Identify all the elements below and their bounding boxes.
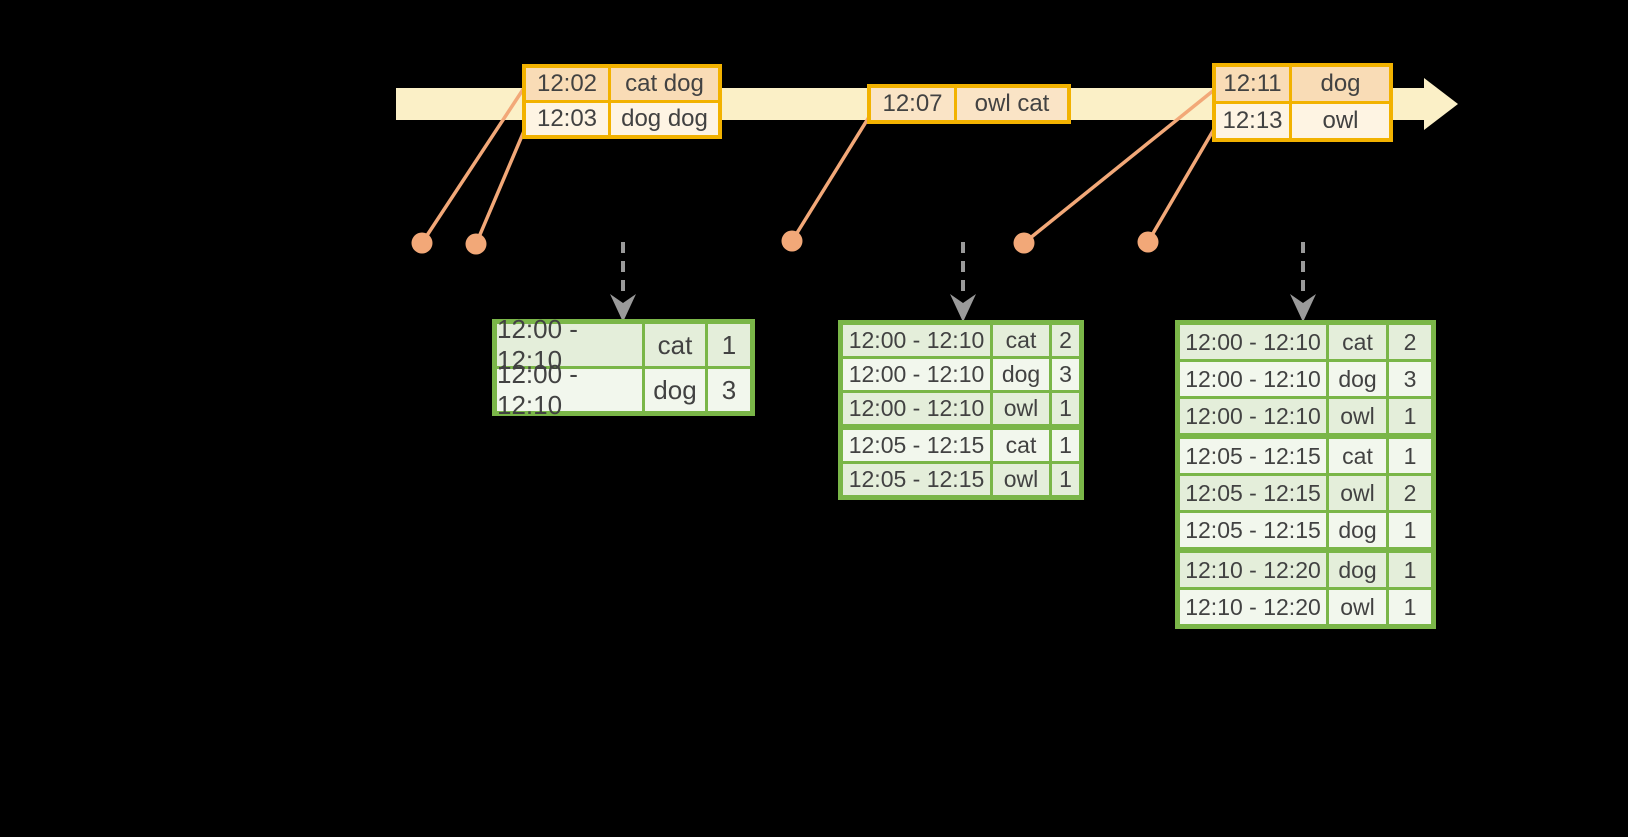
- count-cell: 1: [1389, 439, 1431, 473]
- table-row: 12:00 - 12:10 dog 3: [497, 359, 750, 420]
- connector-line: [420, 87, 526, 244]
- event-dot-icon: [1013, 232, 1035, 254]
- event-time-cell: 12:02: [526, 68, 608, 100]
- event-time-cell: 12:11: [1216, 67, 1289, 101]
- table-row: 12:05 - 12:15 owl 1: [843, 464, 1079, 495]
- connector-lines: [420, 87, 1219, 245]
- event-words-cell: owl: [1292, 104, 1389, 138]
- word-cell: dog: [1329, 362, 1386, 396]
- count-cell: 1: [1389, 399, 1431, 433]
- connector-line: [474, 123, 529, 245]
- event-box-2: 12:07 owl cat: [867, 84, 1071, 124]
- arrow-down-icon: [1290, 294, 1316, 322]
- event-dot-icon: [465, 233, 487, 255]
- event-box-3: 12:11 dog 12:13 owl: [1212, 63, 1393, 142]
- table-row: 12:00 - 12:10 owl 1: [1180, 399, 1431, 433]
- table-row: 12:00 - 12:10 cat 2: [843, 325, 1079, 356]
- word-cell: owl: [1329, 399, 1386, 433]
- window-cell: 12:05 - 12:15: [1180, 439, 1326, 473]
- table-row: 12:00 - 12:10 cat 2: [1180, 325, 1431, 359]
- word-cell: owl: [993, 464, 1049, 495]
- table-row: 12:05 - 12:15 owl 2: [1180, 476, 1431, 510]
- count-cell: 1: [1052, 430, 1079, 461]
- trigger-arrow-heads: [610, 294, 1316, 322]
- word-cell: owl: [1329, 590, 1386, 624]
- word-cell: dog: [993, 359, 1049, 390]
- window-cell: 12:00 - 12:10: [1180, 325, 1326, 359]
- word-cell: cat: [993, 430, 1049, 461]
- window-cell: 12:00 - 12:10: [497, 314, 642, 375]
- arrow-down-icon: [950, 294, 976, 322]
- event-dot-icon: [1137, 231, 1159, 253]
- count-cell: 2: [1389, 476, 1431, 510]
- window-cell: 12:00 - 12:10: [1180, 399, 1326, 433]
- table-row: 12:10 - 12:20 dog 1: [1180, 553, 1431, 587]
- event-words-cell: dog: [1292, 67, 1389, 101]
- table-row: 12:00 - 12:10 owl 1: [843, 393, 1079, 424]
- table-row: 12:10 - 12:20 owl 1: [1180, 590, 1431, 624]
- count-cell: 1: [1389, 590, 1431, 624]
- timeline-arrowhead-icon: [1424, 78, 1458, 130]
- result-table-3: 12:00 - 12:10 cat 2 12:00 - 12:10 dog 3 …: [1175, 320, 1436, 629]
- count-cell: 3: [1389, 362, 1431, 396]
- word-cell: cat: [1329, 325, 1386, 359]
- connector-line: [1146, 123, 1219, 243]
- window-cell: 12:05 - 12:15: [1180, 476, 1326, 510]
- table-row: 12:05 - 12:15 cat 1: [1180, 439, 1431, 473]
- table-row: 12:00 - 12:10 dog 3: [843, 359, 1079, 390]
- event-dot-icon: [781, 230, 803, 252]
- table-row: 12:00 - 12:10 cat 1: [497, 314, 750, 375]
- count-cell: 3: [708, 369, 750, 411]
- word-cell: cat: [1329, 439, 1386, 473]
- result-table-1: 12:00 - 12:10 cat 1 12:00 - 12:10 dog 3: [492, 314, 755, 420]
- word-cell: cat: [645, 324, 705, 366]
- count-cell: 1: [1389, 513, 1431, 547]
- connector-line: [790, 116, 871, 242]
- count-cell: 2: [1052, 325, 1079, 356]
- count-cell: 1: [1052, 393, 1079, 424]
- event-words-cell: owl cat: [957, 88, 1067, 120]
- window-cell: 12:10 - 12:20: [1180, 553, 1326, 587]
- result-table-2: 12:00 - 12:10 cat 2 12:00 - 12:10 dog 3 …: [838, 320, 1084, 500]
- word-cell: cat: [993, 325, 1049, 356]
- window-cell: 12:00 - 12:10: [1180, 362, 1326, 396]
- window-cell: 12:05 - 12:15: [843, 430, 990, 461]
- event-time-cell: 12:13: [1216, 104, 1289, 138]
- table-row: 12:00 - 12:10 dog 3: [1180, 362, 1431, 396]
- window-cell: 12:00 - 12:10: [843, 359, 990, 390]
- word-cell: dog: [1329, 553, 1386, 587]
- event-words-cell: dog dog: [611, 103, 718, 135]
- event-time-cell: 12:07: [871, 88, 954, 120]
- table-row: 12:05 - 12:15 dog 1: [1180, 513, 1431, 547]
- connector-line: [1022, 88, 1216, 245]
- window-cell: 12:00 - 12:10: [843, 325, 990, 356]
- count-cell: 1: [1389, 553, 1431, 587]
- window-cell: 12:00 - 12:10: [843, 393, 990, 424]
- window-cell: 12:05 - 12:15: [1180, 513, 1326, 547]
- trigger-arrow-lines: [621, 242, 1305, 298]
- arrow-down-icon: [610, 294, 636, 322]
- count-cell: 1: [708, 324, 750, 366]
- table-row: 12:05 - 12:15 cat 1: [843, 430, 1079, 461]
- word-cell: dog: [645, 369, 705, 411]
- window-cell: 12:05 - 12:15: [843, 464, 990, 495]
- window-cell: 12:00 - 12:10: [497, 359, 642, 420]
- event-words-cell: cat dog: [611, 68, 718, 100]
- event-time-cell: 12:03: [526, 103, 608, 135]
- window-cell: 12:10 - 12:20: [1180, 590, 1326, 624]
- word-cell: owl: [993, 393, 1049, 424]
- count-cell: 3: [1052, 359, 1079, 390]
- count-cell: 1: [1052, 464, 1079, 495]
- count-cell: 2: [1389, 325, 1431, 359]
- event-dot-icon: [411, 232, 433, 254]
- event-box-1: 12:02 cat dog 12:03 dog dog: [522, 64, 722, 139]
- word-cell: dog: [1329, 513, 1386, 547]
- word-cell: owl: [1329, 476, 1386, 510]
- event-dots: [411, 230, 1159, 255]
